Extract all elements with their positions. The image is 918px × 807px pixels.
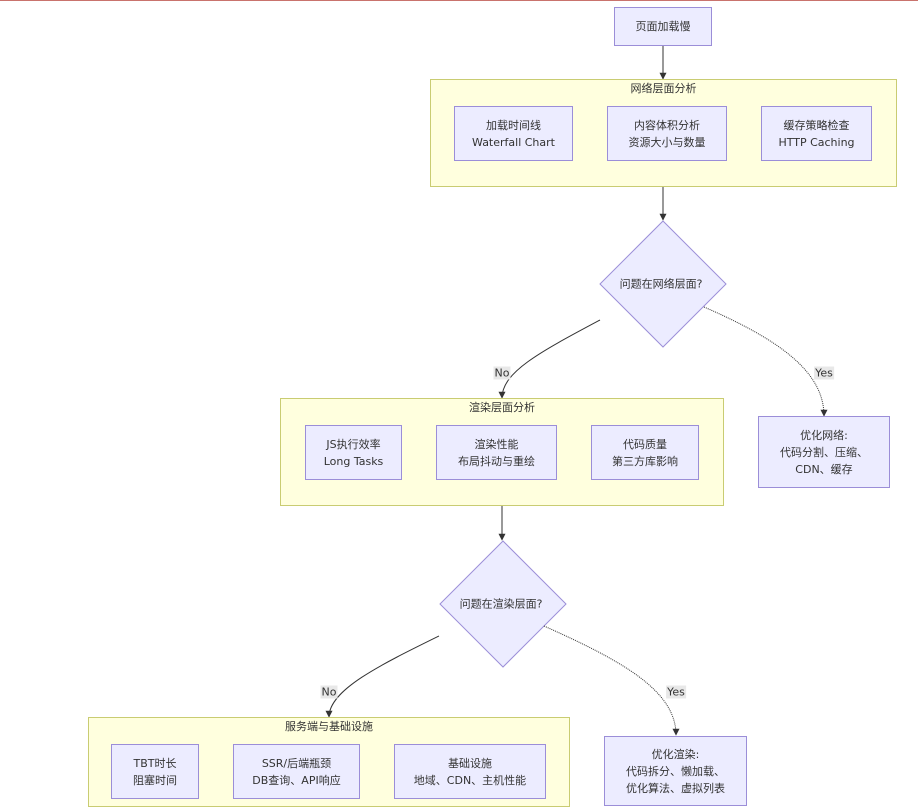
node-line: Waterfall Chart	[472, 135, 555, 149]
node-js-execution: JS执行效率 Long Tasks	[305, 425, 402, 480]
node-tbt-duration: TBT时长 阻塞时间	[111, 744, 199, 799]
node-line: JS执行效率	[326, 437, 381, 451]
edge-decision-render-no	[325, 635, 440, 718]
decision-network-label: 问题在网络层面?	[619, 277, 703, 291]
decision-render-label: 问题在渲染层面?	[459, 597, 543, 611]
node-render-performance: 渲染性能 布局抖动与重绘	[436, 425, 557, 480]
node-line: 内容体积分析	[634, 118, 700, 132]
cluster-title-render: 渲染层面分析	[469, 401, 535, 414]
edge-label-yes-render: Yes	[666, 685, 686, 699]
node-load-timeline: 加载时间线 Waterfall Chart	[454, 106, 573, 161]
node-line: 缓存策略检查	[783, 118, 850, 132]
node-line: 渲染性能	[474, 437, 519, 451]
node-line: 优化渲染:	[651, 747, 700, 761]
edge-decision-render-yes	[543, 625, 680, 736]
edge-label-no-render: No	[320, 685, 338, 699]
node-line: 代码分割、压缩、	[780, 445, 868, 459]
node-optimize-render: 优化渲染: 代码拆分、懒加载、 优化算法、虚拟列表	[604, 736, 747, 806]
node-line: 地域、CDN、主机性能	[413, 773, 527, 787]
node-line: 阻塞时间	[133, 773, 177, 787]
edge-decision-network-no	[498, 319, 601, 399]
cluster-title-server: 服务端与基础设施	[285, 720, 373, 733]
node-line: 资源大小与数量	[628, 135, 706, 149]
node-line: CDN、缓存	[795, 462, 853, 476]
edge-label-no-network: No	[493, 366, 511, 380]
node-line: DB查询、API响应	[252, 773, 341, 787]
node-infrastructure: 基础设施 地域、CDN、主机性能	[394, 744, 546, 799]
node-content-size: 内容体积分析 资源大小与数量	[607, 106, 727, 161]
node-ssr-backend: SSR/后端瓶颈 DB查询、API响应	[233, 744, 360, 799]
edge-decision-network-yes	[703, 306, 828, 417]
node-code-quality: 代码质量 第三方库影响	[591, 425, 699, 480]
node-line: 布局抖动与重绘	[458, 454, 535, 468]
node-line: TBT时长	[133, 756, 177, 770]
start-node-label: 页面加载慢	[635, 20, 691, 33]
start-node-page-slow: 页面加载慢	[614, 7, 712, 46]
node-line: 代码质量	[623, 437, 667, 451]
top-border-line	[0, 0, 918, 1]
cluster-title-network: 网络层面分析	[630, 82, 697, 95]
node-line: 加载时间线	[486, 118, 541, 132]
node-line: SSR/后端瓶颈	[261, 756, 332, 770]
edge-label-yes-network: Yes	[814, 366, 834, 380]
node-line: 代码拆分、懒加载、	[626, 764, 725, 778]
node-cache-strategy: 缓存策略检查 HTTP Caching	[761, 106, 872, 161]
decision-network-diamond	[599, 220, 727, 348]
node-line: HTTP Caching	[778, 135, 855, 149]
node-line: 基础设施	[448, 756, 492, 770]
node-line: 优化网络:	[800, 428, 848, 442]
node-line: 第三方库影响	[612, 454, 678, 468]
node-line: 优化算法、虚拟列表	[626, 781, 725, 795]
node-line: Long Tasks	[323, 454, 384, 468]
node-optimize-network: 优化网络: 代码分割、压缩、 CDN、缓存	[758, 416, 890, 488]
decision-render-diamond	[439, 540, 567, 668]
